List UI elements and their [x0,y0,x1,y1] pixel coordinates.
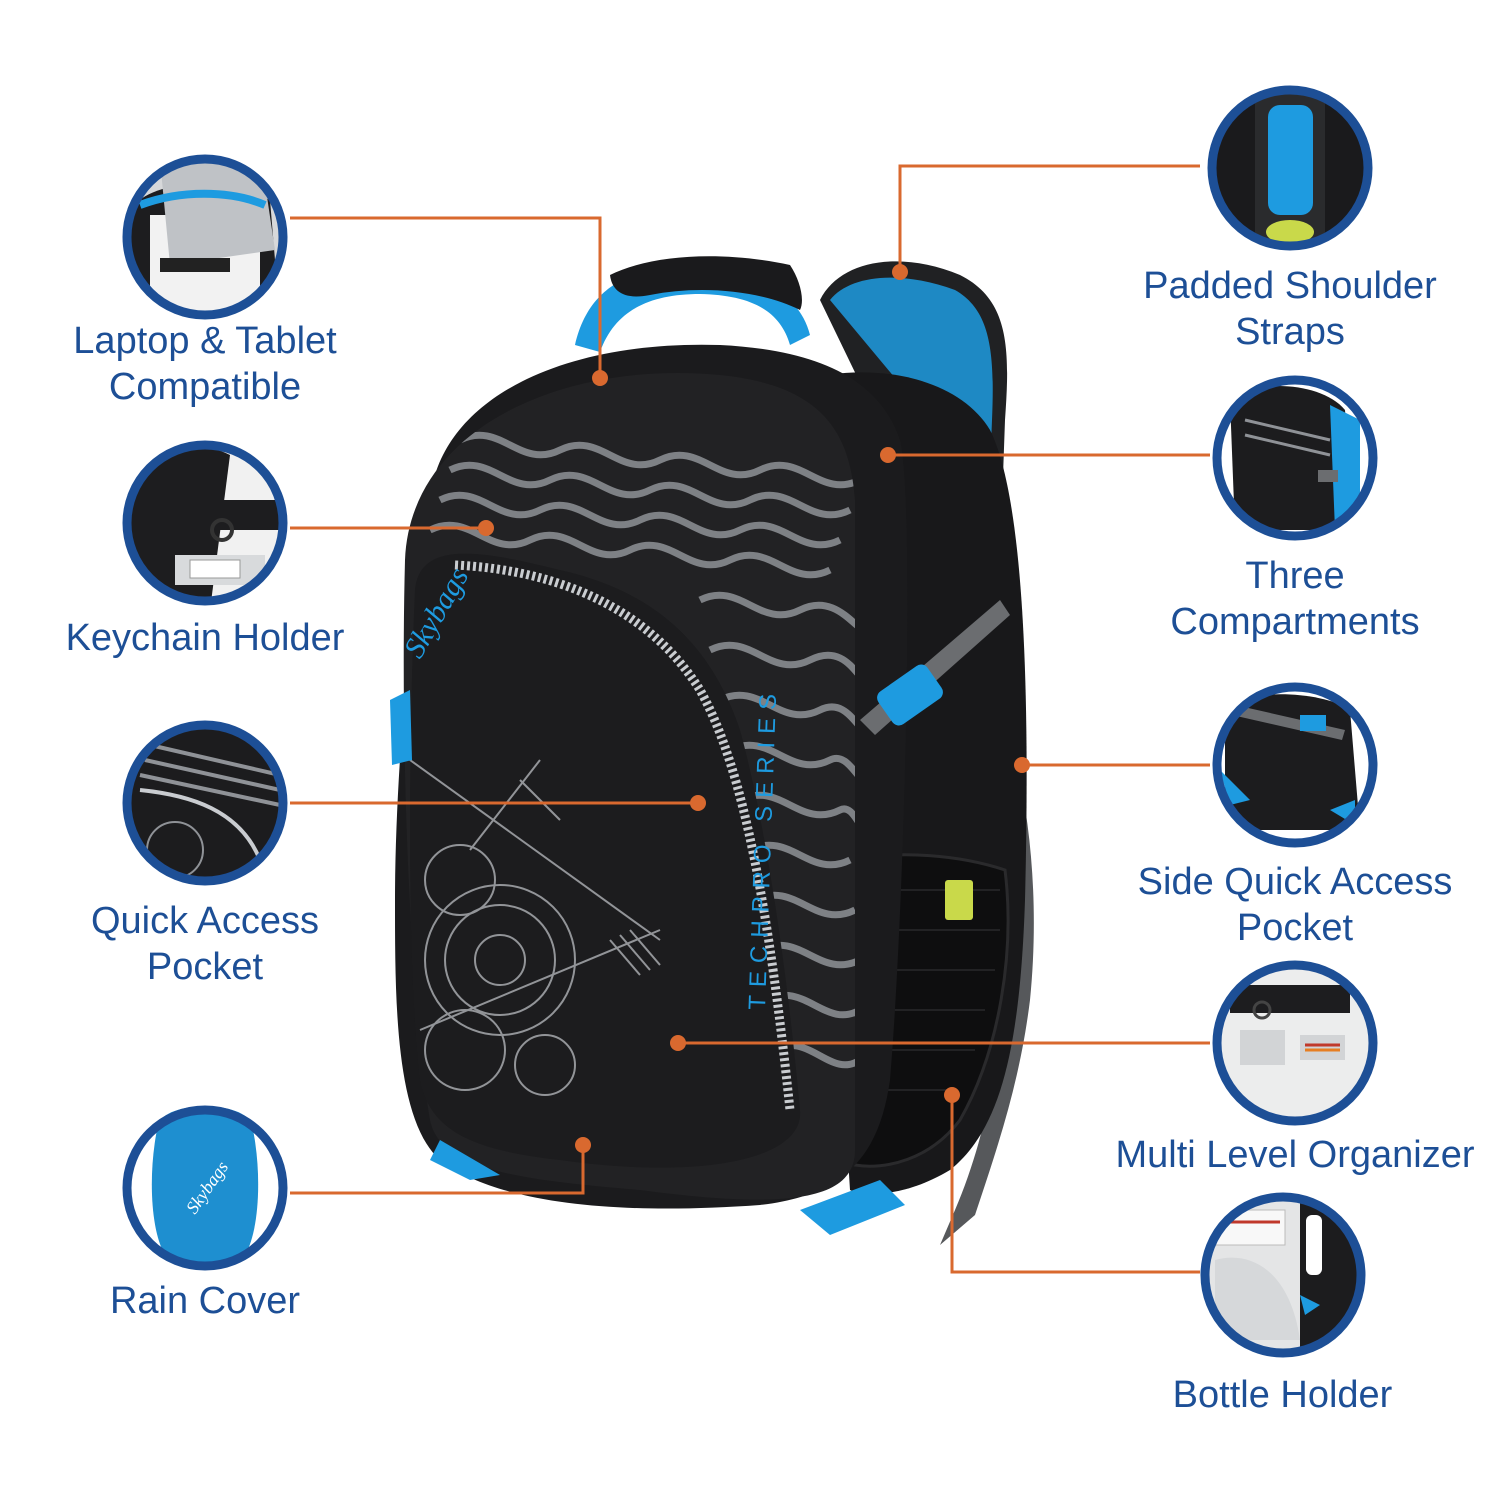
label-line: Three [1245,555,1345,597]
feature-label-quick-access: Quick Access Pocket [30,898,380,990]
feature-label-organizer: Multi Level Organizer [1095,1132,1495,1178]
label-line: Keychain Holder [65,617,345,659]
side-pocket-thumbnail [1212,682,1378,848]
side-tag [945,880,973,920]
label-line: Laptop & Tablet [73,320,337,362]
keychain-thumbnail [122,440,288,606]
label-line: Straps [1235,311,1345,353]
front-zipper [454,560,795,1111]
leader-lines [290,164,1210,1274]
feature-label-side-pocket: Side Quick Access Pocket [1105,859,1485,951]
label-line: Pocket [1236,907,1354,949]
label-line: Quick Access [90,900,320,942]
quick-access-thumbnail [122,720,288,886]
leader-dots [478,264,1030,1153]
bottom-tab [800,1180,905,1235]
label-line: Compartments [1170,601,1420,643]
laptop-thumbnail [122,154,288,320]
label-line: Bottle Holder [1172,1374,1393,1416]
feature-label-laptop: Laptop & Tablet Compatible [30,318,380,410]
rain-cover-thumbnail: Skybags [122,1105,288,1271]
label-line: Side Quick Access [1137,861,1453,903]
label-line: Multi Level Organizer [1115,1134,1475,1176]
label-line: Compatible [108,366,302,408]
feature-label-rain-cover: Rain Cover [30,1278,380,1324]
feature-label-bottle: Bottle Holder [1110,1372,1455,1418]
label-line: Padded Shoulder [1143,265,1437,307]
label-line: Pocket [146,946,264,988]
label-line: Rain Cover [109,1280,301,1322]
backpack-illustration: Skybags TECHPRO SERIES [390,256,1034,1245]
shoulder-straps-thumbnail [1207,85,1373,251]
organizer-thumbnail [1212,960,1378,1126]
buckle [877,664,943,726]
feature-label-compartments: Three Compartments [1110,553,1480,645]
feature-label-keychain: Keychain Holder [20,615,390,661]
compartments-thumbnail [1212,375,1378,541]
bottle-holder-thumbnail [1200,1192,1366,1358]
wave-stripes [428,431,855,1069]
compass-graphic [409,759,661,1096]
feature-label-shoulder-straps: Padded Shoulder Straps [1110,263,1470,355]
